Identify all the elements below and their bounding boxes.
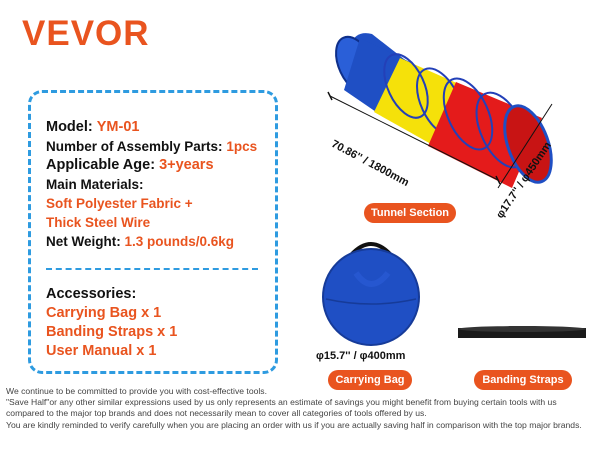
tunnel-image [327,33,553,189]
brand-logo: VEVOR [22,14,150,53]
accessories-list: Accessories: Carrying Bag x 1 Banding St… [46,285,177,361]
spec-model-value: YM-01 [96,119,140,135]
tunnel-section-label: Tunnel Section [364,203,456,223]
disclaimer-line: compared to the major top brands and doe… [6,408,427,419]
disclaimer-line: You are kindly reminded to verify carefu… [6,419,582,430]
spec-materials-line2: Thick Steel Wire [46,213,286,232]
bag-diameter-label: φ15.7'' / φ400mm [316,350,406,362]
spec-age-value: 3+years [159,157,214,173]
disclaimer-line: "Save Half"or any other similar expressi… [6,397,557,408]
carrying-bag-image [322,242,420,346]
spec-card [28,90,278,374]
spec-weight-label: Net Weight: [46,234,121,249]
spec-materials-label: Main Materials: [46,177,144,192]
banding-strap-image [458,326,586,338]
carrying-bag-label: Carrying Bag [328,370,412,390]
spec-model: Model: YM-01 [46,118,286,137]
accessories-title: Accessories: [46,286,137,302]
spec-list: Model: YM-01 Number of Assembly Parts: 1… [46,118,286,251]
spec-weight-value: 1.3 pounds/0.6kg [124,234,235,249]
spec-age-label: Applicable Age: [46,157,156,173]
accessory-item: Carrying Bag x 1 [46,305,162,321]
spec-materials: Main Materials: [46,175,286,194]
accessory-item: Banding Straps x 1 [46,324,178,340]
spec-materials-value-1: Soft Polyester Fabric + [46,196,193,211]
spec-assembly: Number of Assembly Parts: 1pcs [46,137,286,156]
accessory-item: User Manual x 1 [46,343,157,359]
disclaimer-line: We continue to be committed to provide y… [6,386,267,396]
banding-straps-label: Banding Straps [474,370,572,390]
spec-age: Applicable Age: 3+years [46,156,286,175]
spec-weight: Net Weight: 1.3 pounds/0.6kg [46,232,286,251]
disclaimer: We continue to be committed to provide y… [6,386,596,431]
spec-assembly-label: Number of Assembly Parts: [46,139,223,154]
spec-divider [46,268,258,270]
spec-materials-line1: Soft Polyester Fabric + [46,194,286,213]
spec-materials-value-2: Thick Steel Wire [46,215,151,230]
spec-assembly-value: 1pcs [226,139,258,154]
spec-model-label: Model: [46,119,93,135]
